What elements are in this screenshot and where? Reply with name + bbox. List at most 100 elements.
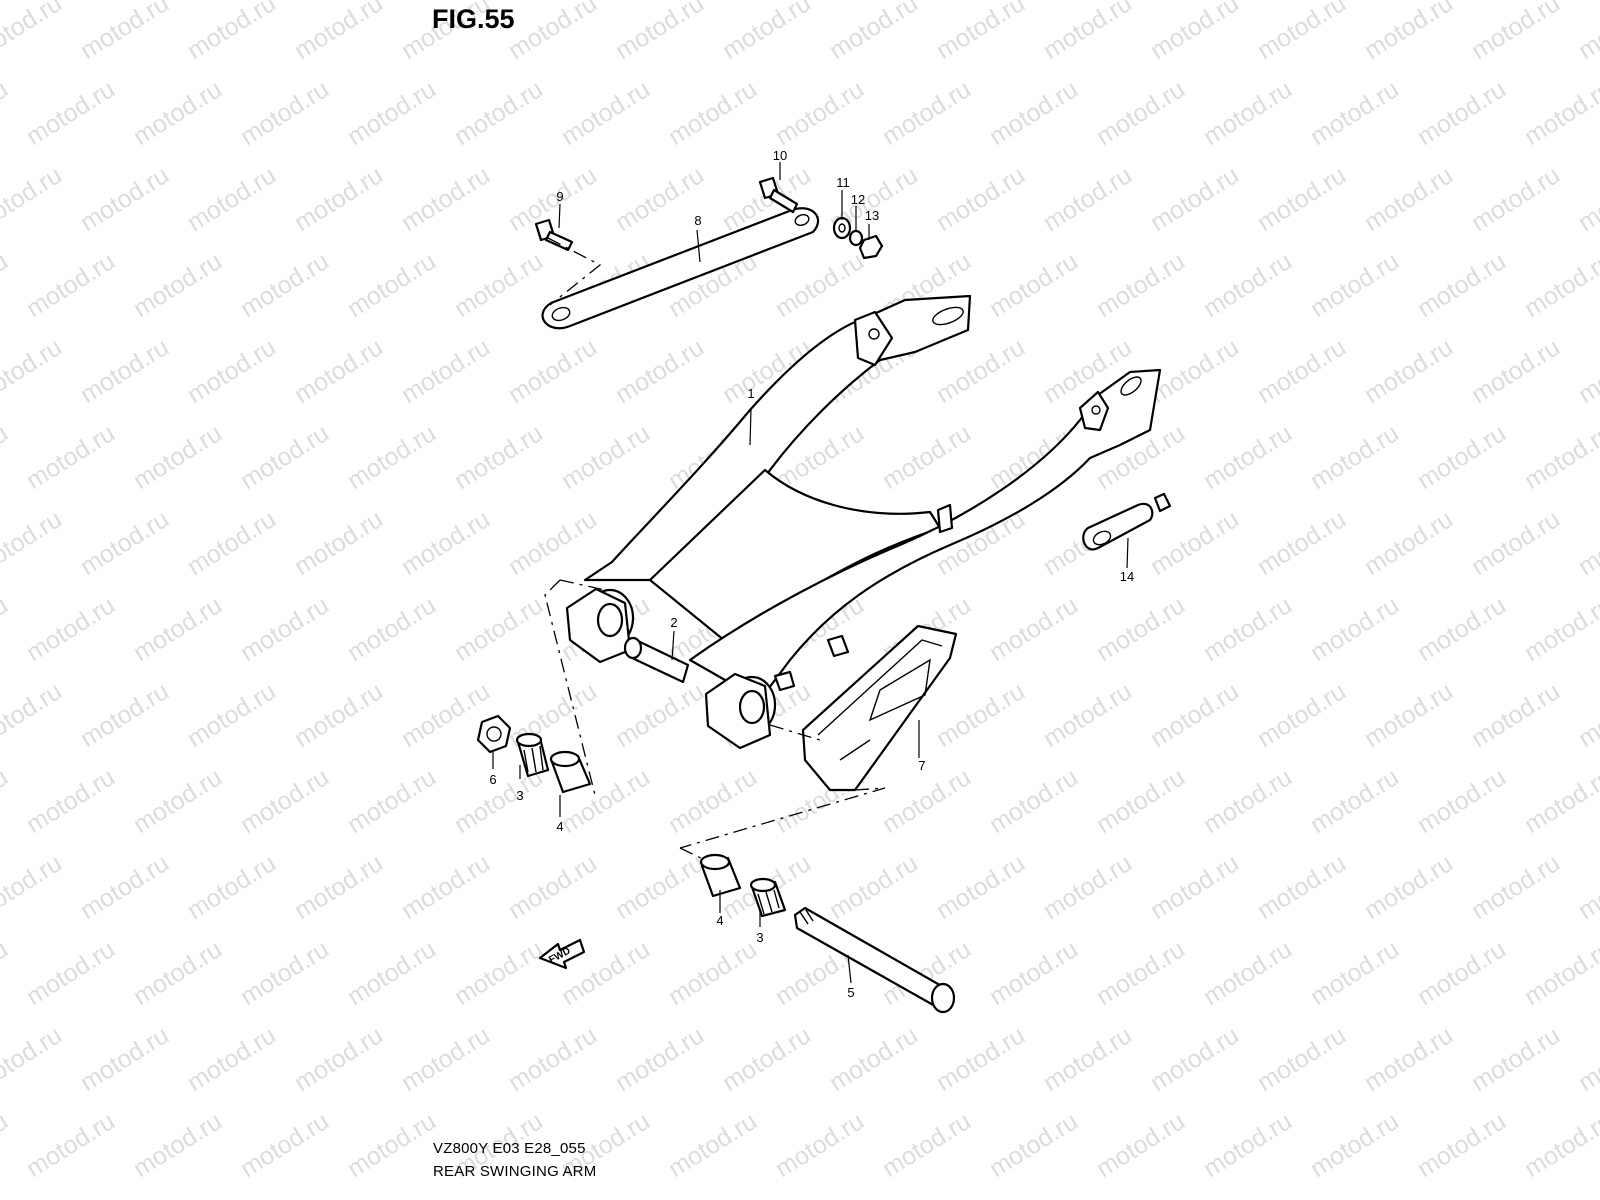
watermark-text: motod.ru (1091, 75, 1190, 151)
watermark-text: motod.ru (717, 0, 816, 65)
figure-title: FIG.55 (432, 4, 515, 34)
part-3-bearing (515, 732, 550, 778)
watermark-text: motod.ru (1359, 1021, 1458, 1097)
watermark-text: motod.ru (503, 0, 602, 65)
watermark-text: motod.ru (984, 763, 1083, 839)
watermark-text: motod.ru (235, 763, 334, 839)
watermark-text: motod.ru (0, 505, 67, 581)
watermark-text: motod.ru (663, 75, 762, 151)
callout-7: 7 (918, 758, 925, 773)
watermark-text: motod.ru (1519, 763, 1600, 839)
watermark-text: motod.ru (342, 247, 441, 323)
watermark-text: motod.ru (1252, 161, 1351, 237)
part-11-washer (832, 216, 852, 240)
watermark-text: motod.ru (342, 763, 441, 839)
watermark-text: motod.ru (1466, 849, 1565, 925)
watermark-text: motod.ru (1573, 333, 1600, 409)
part-9-bolt (534, 218, 574, 252)
part-3-bearing-lower (749, 877, 787, 918)
watermark-text: motod.ru (1412, 763, 1511, 839)
watermark-text: motod.ru (1466, 505, 1565, 581)
watermark-text: motod.ru (342, 935, 441, 1011)
callout-3: 3 (516, 788, 523, 803)
watermark-text: motod.ru (1198, 1107, 1297, 1183)
watermark-text: motod.ru (21, 935, 120, 1011)
watermark-text: motod.ru (556, 419, 655, 495)
forward-direction-icon: FWD (538, 938, 586, 970)
watermark-text: motod.ru (1466, 333, 1565, 409)
part-5-pivot-shaft (793, 906, 956, 1014)
watermark-text: motod.ru (1091, 763, 1190, 839)
callout-13: 13 (865, 208, 879, 223)
watermark-text: motod.ru (449, 75, 548, 151)
callout-11: 11 (836, 175, 850, 190)
watermark-text: motod.ru (1519, 419, 1600, 495)
watermark-text: motod.ru (1038, 161, 1137, 237)
watermark-text: motod.ru (1412, 419, 1511, 495)
watermark-text: motod.ru (128, 591, 227, 667)
watermark-text: motod.ru (1412, 1107, 1511, 1183)
watermark-text: motod.ru (1252, 849, 1351, 925)
part-6-nut (476, 714, 512, 754)
watermark-text: motod.ru (1466, 0, 1565, 65)
watermark-text: motod.ru (610, 677, 709, 753)
watermark-text: motod.ru (342, 1107, 441, 1183)
watermark-text: motod.ru (128, 935, 227, 1011)
watermark-text: motod.ru (1412, 75, 1511, 151)
watermark-text: motod.ru (449, 419, 548, 495)
watermark-text: motod.ru (289, 0, 388, 65)
watermark-text: motod.ru (1252, 505, 1351, 581)
watermark-text: motod.ru (182, 849, 281, 925)
watermark-text: motod.ru (824, 849, 923, 925)
watermark-text: motod.ru (1359, 333, 1458, 409)
watermark-text: motod.ru (1198, 419, 1297, 495)
watermark-text: motod.ru (1198, 763, 1297, 839)
watermark-text: motod.ru (770, 247, 869, 323)
watermark-text: motod.ru (1252, 0, 1351, 65)
figure-code: VZ800Y E03 E28_055 (433, 1140, 586, 1157)
callout-3-lower: 3 (756, 930, 763, 945)
watermark-text: motod.ru (289, 1021, 388, 1097)
callout-10: 10 (773, 148, 787, 163)
watermark-text: motod.ru (0, 591, 13, 667)
watermark-text: motod.ru (610, 333, 709, 409)
watermark-text: motod.ru (182, 333, 281, 409)
watermark-text: motod.ru (1252, 677, 1351, 753)
watermark-text: motod.ru (1573, 1021, 1600, 1097)
watermark-text: motod.ru (1359, 849, 1458, 925)
watermark-text: motod.ru (1519, 75, 1600, 151)
watermark-text: motod.ru (877, 763, 976, 839)
callout-leaders (492, 162, 1129, 984)
watermark-text: motod.ru (21, 419, 120, 495)
part-4-bushing (549, 750, 592, 794)
watermark-text: motod.ru (0, 247, 13, 323)
watermark-text: motod.ru (877, 419, 976, 495)
watermark-text: motod.ru (1466, 677, 1565, 753)
watermark-text: motod.ru (75, 505, 174, 581)
watermark-text: motod.ru (824, 1021, 923, 1097)
watermark-text: motod.ru (1359, 505, 1458, 581)
watermark-text: motod.ru (1305, 591, 1404, 667)
watermark-text: motod.ru (0, 1021, 67, 1097)
watermark-text: motod.ru (1198, 935, 1297, 1011)
watermark-text: motod.ru (1091, 247, 1190, 323)
watermark-text: motod.ru (1252, 333, 1351, 409)
watermark-text: motod.ru (1519, 935, 1600, 1011)
watermark-text: motod.ru (503, 1021, 602, 1097)
watermark-text: motod.ru (235, 247, 334, 323)
watermark-text: motod.ru (1359, 161, 1458, 237)
watermark-text: motod.ru (1466, 1021, 1565, 1097)
callout-1: 1 (747, 386, 754, 401)
watermark-text: motod.ru (289, 849, 388, 925)
watermark-text: motod.ru (0, 935, 13, 1011)
watermark-text: motod.ru (449, 935, 548, 1011)
callout-4: 4 (556, 819, 563, 834)
watermark-text: motod.ru (396, 1021, 495, 1097)
watermark-text: motod.ru (1038, 677, 1137, 753)
watermark-text: motod.ru (1305, 247, 1404, 323)
watermark-text: motod.ru (396, 849, 495, 925)
watermark-text: motod.ru (396, 333, 495, 409)
watermark-text: motod.ru (0, 1107, 13, 1183)
watermark-text: motod.ru (610, 0, 709, 65)
